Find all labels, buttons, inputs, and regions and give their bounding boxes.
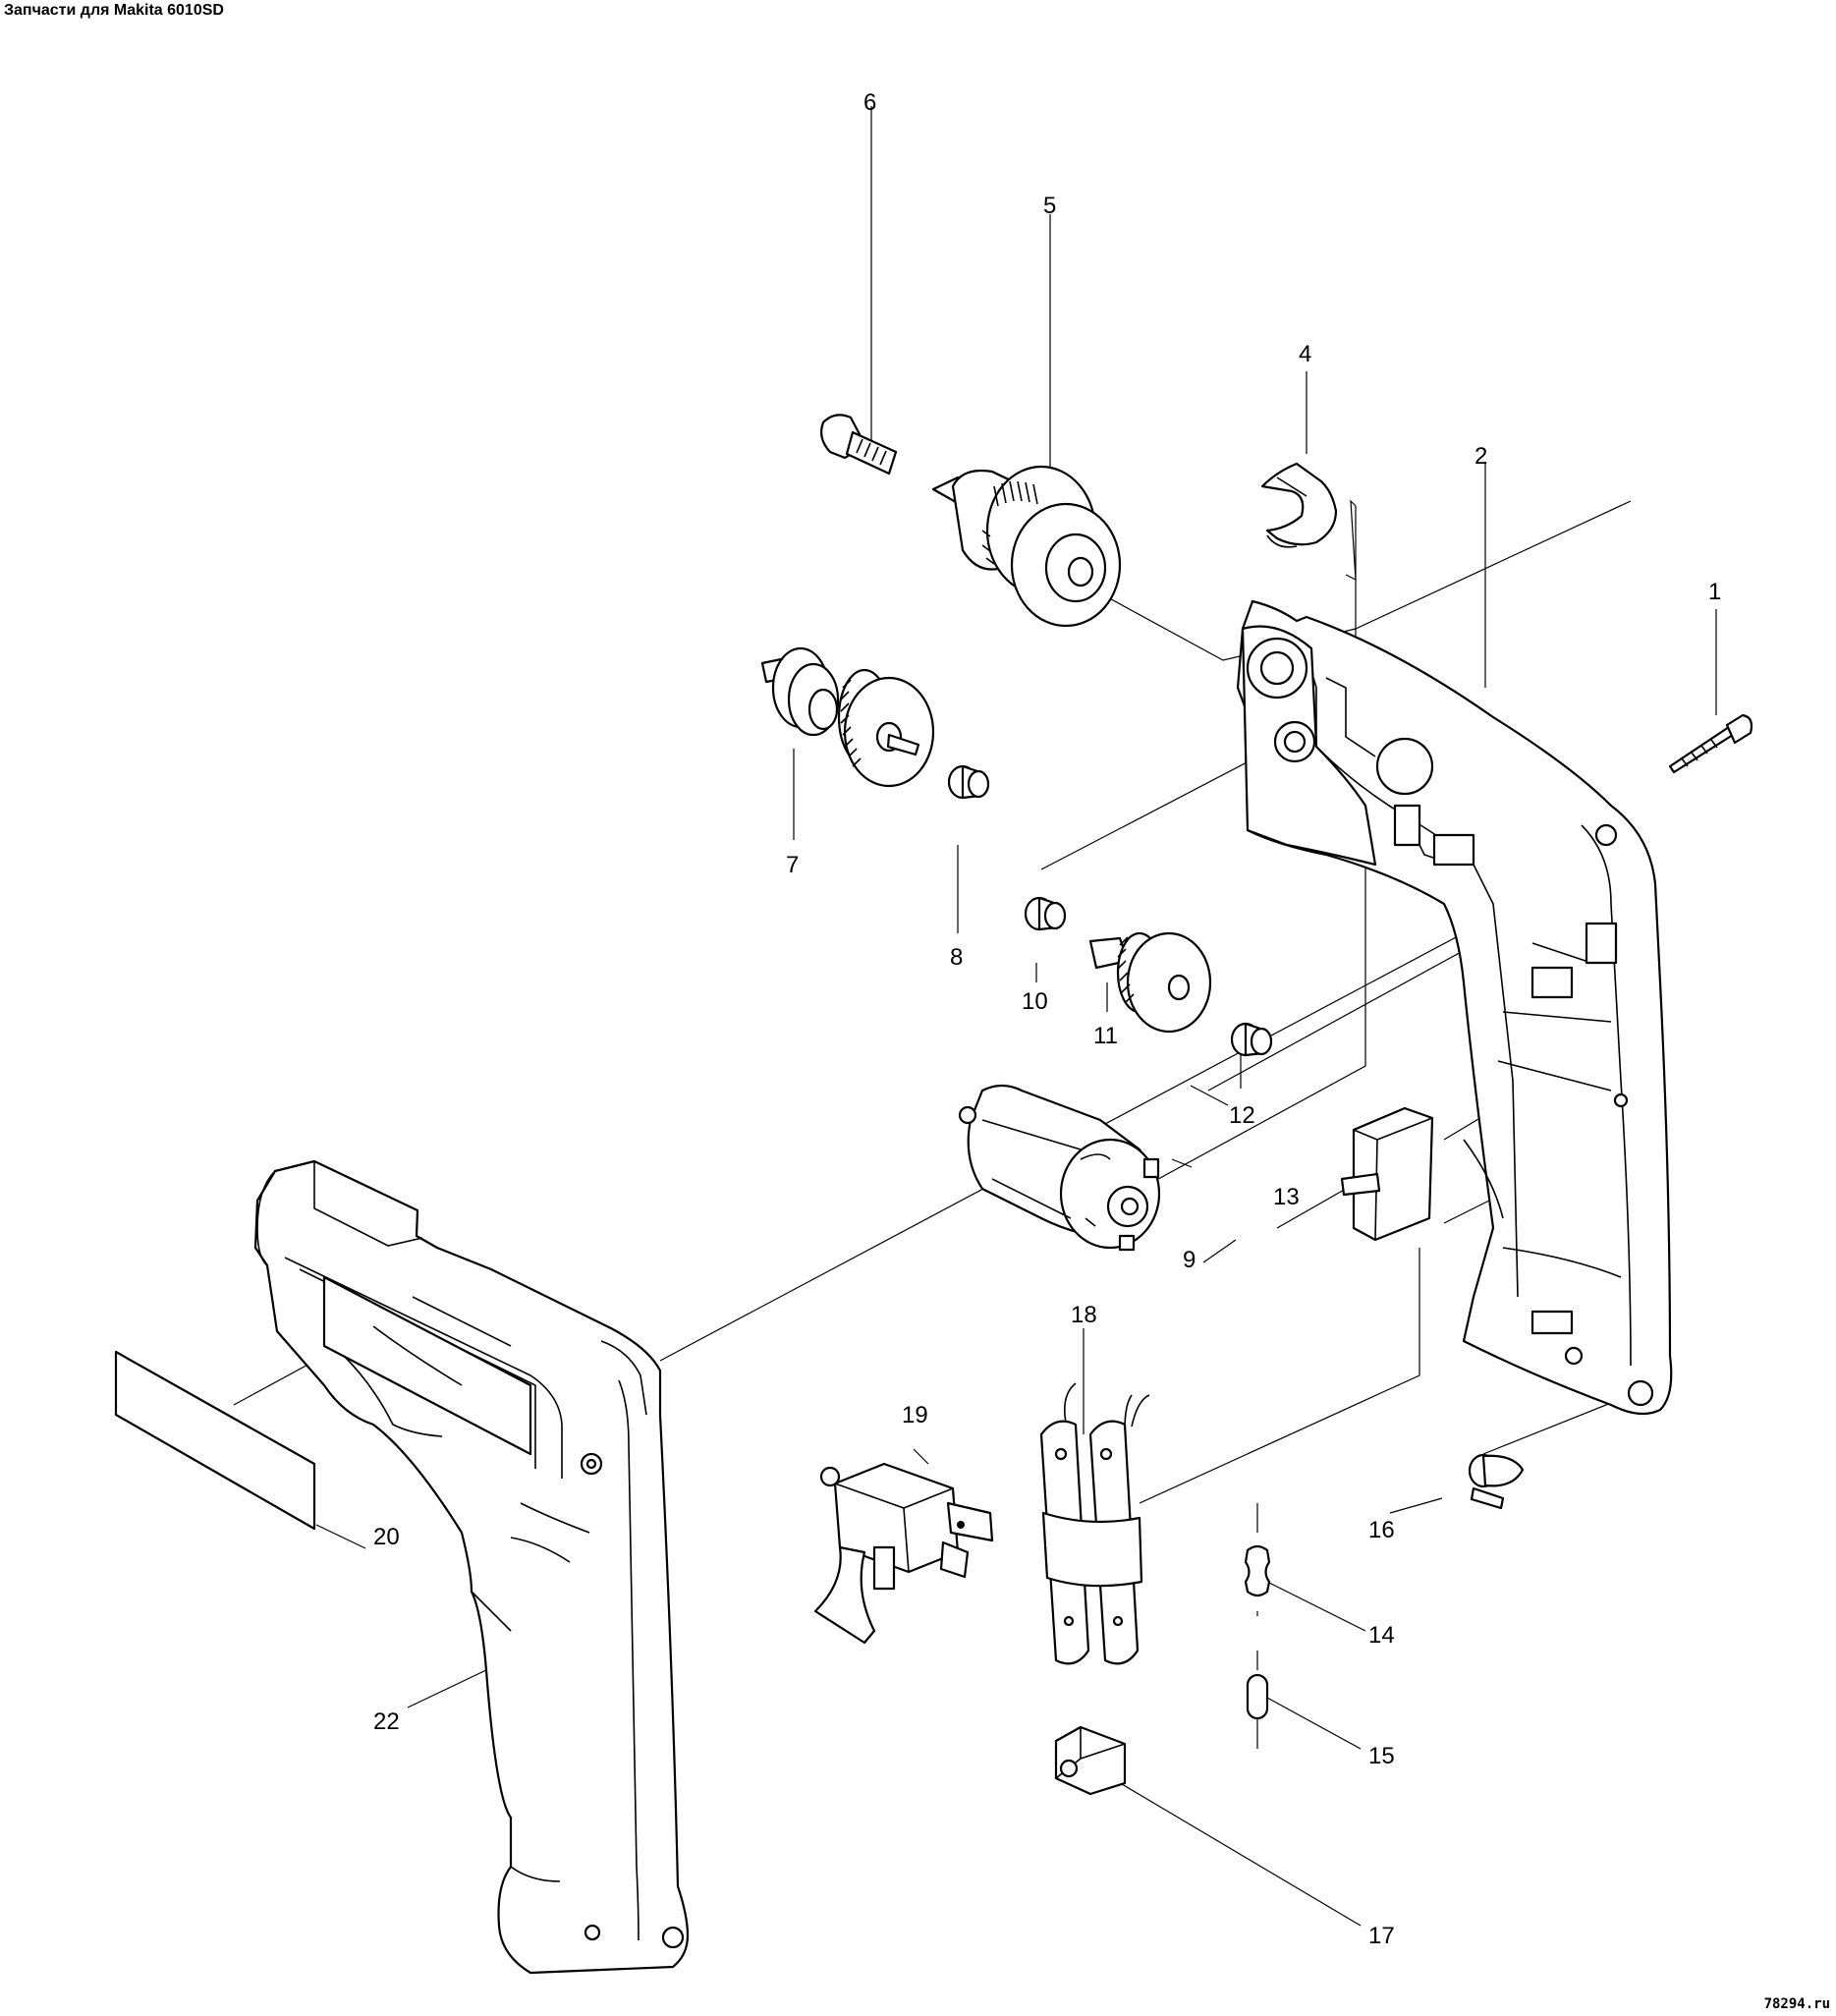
part-12-bushing [1230,1022,1273,1057]
part-10-bushing [1024,896,1067,931]
part-label-1: 1 [1708,579,1721,605]
watermark: 78294.ru [1763,1996,1830,2012]
part-label-8: 8 [950,944,963,971]
part-label-7: 7 [786,852,799,878]
page-title: Запчасти для Makita 6010SD [4,2,224,19]
part-18-battery [1039,1382,1150,1665]
part-label-14: 14 [1368,1622,1395,1649]
part-label-18: 18 [1071,1302,1097,1328]
part-label-11: 11 [1093,1023,1118,1049]
part-4-clip [1260,462,1338,548]
part-label-6: 6 [863,89,876,116]
part-7-gear-bearing [760,646,935,788]
part-9-motor [958,1084,1161,1252]
part-1-screw [1668,713,1753,774]
part-22-housing-half [253,1159,690,1975]
part-11-gear [1088,931,1212,1034]
part-label-13: 13 [1273,1184,1300,1210]
part-label-15: 15 [1368,1743,1395,1769]
part-label-10: 10 [1022,988,1048,1015]
part-6-bolt [820,414,898,476]
part-16-cap [1468,1453,1525,1510]
part-label-12: 12 [1229,1102,1255,1129]
part-15-pin [1246,1673,1269,1720]
part-label-19: 19 [902,1402,928,1428]
part-label-2: 2 [1474,443,1487,470]
part-14-link [1244,1544,1271,1597]
part-label-17: 17 [1368,1923,1395,1949]
part-number-labels: 1 2 4 5 6 7 8 9 10 11 12 13 14 15 16 17 … [373,89,1721,1949]
part-label-9: 9 [1183,1247,1196,1273]
part-13-switch-block [1340,1106,1434,1242]
part-label-16: 16 [1368,1517,1395,1543]
part-8-bushing [947,764,990,800]
part-2-housing-half [1236,599,1673,1416]
part-label-4: 4 [1299,341,1311,367]
part-17-terminal [1054,1725,1127,1796]
part-label-20: 20 [373,1524,400,1550]
part-label-22: 22 [373,1708,400,1735]
part-label-5: 5 [1043,193,1056,219]
part-5-chuck [931,465,1122,628]
part-20-label [114,1350,316,1531]
part-19-switch [813,1462,994,1645]
